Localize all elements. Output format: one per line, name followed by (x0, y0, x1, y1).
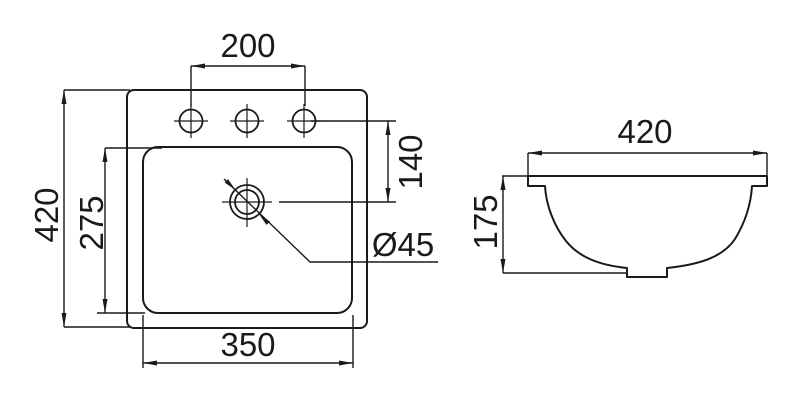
dim-label-basin-depth: 275 (73, 195, 110, 250)
dim-label-side-depth: 175 (467, 194, 504, 249)
dim-basin-depth: 275 (73, 147, 162, 314)
dim-side-depth: 175 (467, 175, 627, 274)
sink-outer-outline (126, 89, 368, 329)
faucet-hole-left (174, 104, 208, 138)
basin-inner-outline (142, 146, 353, 314)
faucet-hole-center (230, 104, 264, 138)
top-view: 200 420 275 140 Ø45 (28, 27, 438, 368)
dim-hole-to-drain: 140 (279, 120, 429, 203)
dim-label-hole-to-drain: 140 (392, 134, 429, 189)
dim-label-basin-width: 350 (220, 326, 275, 363)
dim-overall-height: 420 (28, 89, 130, 328)
basin-profile-outline (527, 175, 768, 278)
dim-label-side-width: 420 (617, 113, 672, 150)
dim-label-hole-spacing: 200 (220, 27, 275, 64)
leader-arrowhead (259, 214, 270, 225)
side-view: 420 175 (467, 113, 768, 278)
drain (222, 178, 272, 227)
dim-label-drain-diameter: Ø45 (372, 226, 434, 263)
leader-arrowhead (224, 179, 236, 190)
dim-side-width: 420 (527, 113, 768, 183)
dim-basin-width: 350 (142, 315, 354, 368)
dim-hole-spacing: 200 (190, 27, 306, 106)
dim-label-overall-height: 420 (28, 187, 65, 242)
leader-line (223, 178, 438, 263)
dim-drain-diameter: Ø45 (223, 178, 438, 263)
